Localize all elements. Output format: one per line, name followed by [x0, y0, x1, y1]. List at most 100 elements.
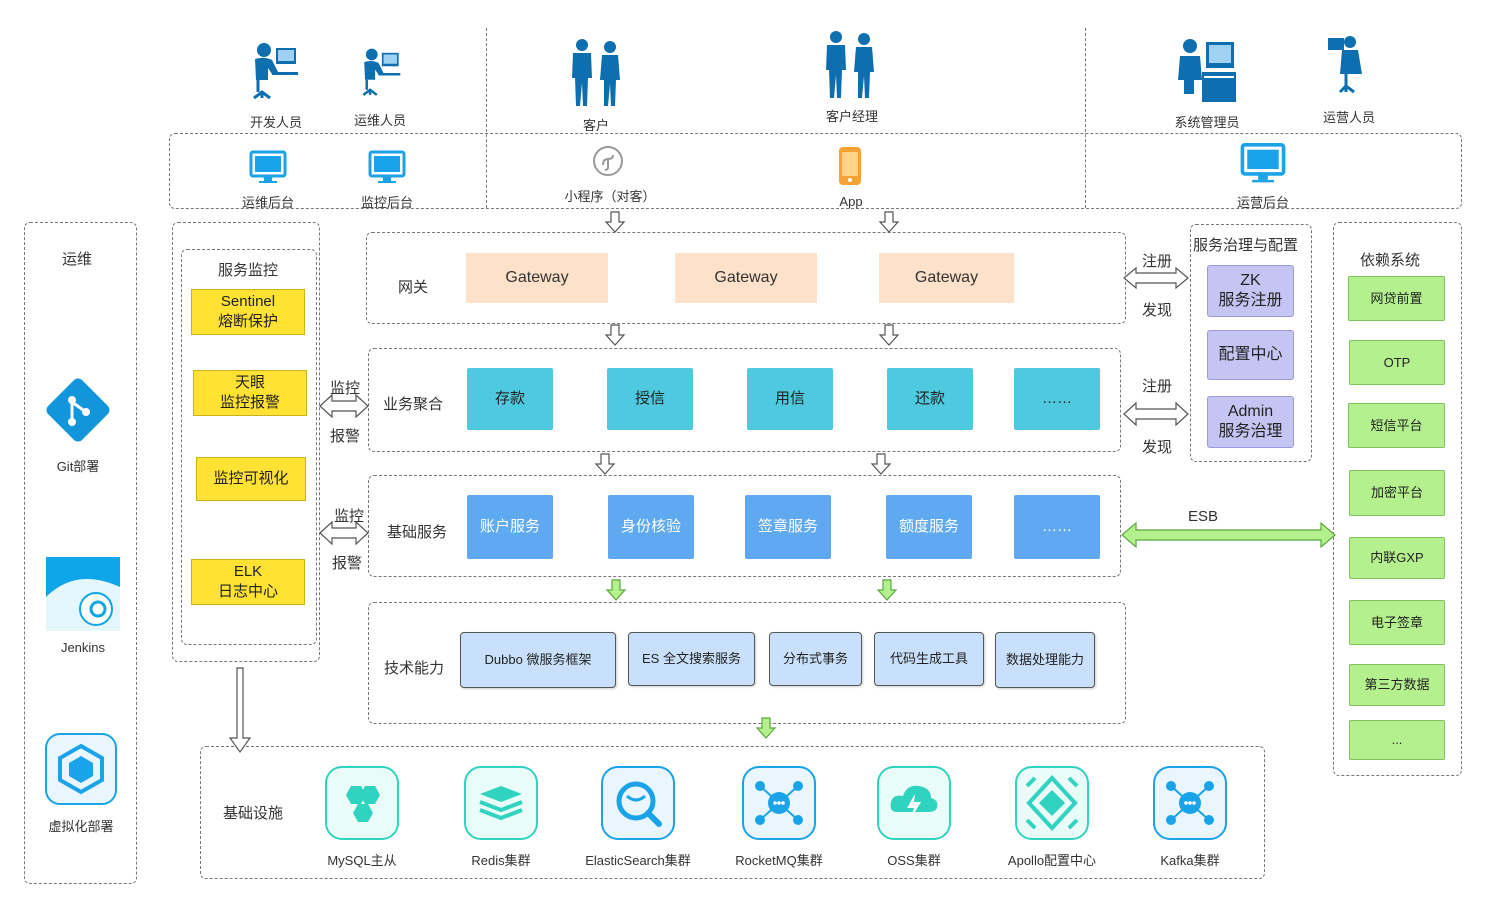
- customer-label: 客户: [582, 118, 609, 133]
- monitoring-title: 服务监控: [218, 262, 279, 279]
- visualization-box[interactable]: 监控可视化: [196, 457, 306, 501]
- tech-title: 技术能力: [384, 660, 445, 677]
- kafka-label: Kafka集群: [1160, 853, 1220, 868]
- tech-box-es[interactable]: ES 全文搜索服务: [628, 632, 755, 686]
- base-box-quota[interactable]: 额度服务: [886, 495, 972, 559]
- base-box-more[interactable]: ……: [1014, 495, 1100, 559]
- account-manager-icon: [822, 30, 882, 105]
- mysql-label: MySQL主从: [327, 853, 397, 868]
- governance-container: [1190, 224, 1312, 462]
- biz-box-more[interactable]: ……: [1014, 368, 1100, 430]
- apollo-label: Apollo配置中心: [1007, 853, 1097, 868]
- base-box-identity[interactable]: 身份核验: [608, 495, 694, 559]
- apollo-icon: [1015, 766, 1089, 845]
- sentinel-box[interactable]: Sentinel 熔断保护: [191, 289, 305, 335]
- base-box-account[interactable]: 账户服务: [467, 495, 553, 559]
- dep-box-6[interactable]: 电子签章: [1349, 600, 1445, 645]
- elk-box[interactable]: ELK 日志中心: [191, 559, 305, 605]
- virtual-label: 虚拟化部署: [48, 819, 114, 834]
- rocketmq-label: RocketMQ集群: [735, 853, 823, 868]
- business-layer: [368, 348, 1121, 452]
- alarm-label-1: 报警: [330, 428, 361, 445]
- admin-box[interactable]: Admin 服务治理: [1207, 396, 1294, 448]
- rocketmq-icon: [742, 766, 816, 845]
- operator-label: 运营人员: [1322, 110, 1375, 125]
- account-manager-label: 客户经理: [825, 109, 878, 124]
- virtualization-icon: [44, 732, 118, 811]
- monitoring-inner: [181, 249, 317, 645]
- mini-program-icon: [592, 145, 624, 182]
- esb-label: ESB: [1188, 508, 1219, 525]
- monitor-icon: [1240, 142, 1286, 189]
- dep-box-4[interactable]: 加密平台: [1349, 470, 1445, 516]
- operation-backend-label: 运营后台: [1236, 195, 1289, 210]
- dep-box-5[interactable]: 内联GXP: [1349, 537, 1445, 579]
- business-title: 业务聚合: [383, 396, 444, 413]
- monitor-backend-label: 监控后台: [360, 195, 413, 210]
- redis-icon: [464, 766, 538, 845]
- biz-box-repayment[interactable]: 还款: [887, 368, 973, 430]
- oss-icon: [877, 766, 951, 845]
- redis-label: Redis集群: [471, 853, 531, 868]
- oss-label: OSS集群: [887, 853, 941, 868]
- sys-admin-label: 系统管理员: [1174, 115, 1240, 130]
- app-label: App: [839, 194, 863, 209]
- tech-box-transaction[interactable]: 分布式事务: [769, 632, 862, 686]
- tech-box-codegen[interactable]: 代码生成工具: [874, 632, 984, 686]
- git-label: Git部署: [56, 459, 100, 474]
- biz-box-deposit[interactable]: 存款: [467, 368, 553, 430]
- gateway-title: 网关: [398, 279, 429, 296]
- dep-box-8[interactable]: ...: [1349, 720, 1445, 760]
- devops-container: [24, 222, 137, 884]
- register-label-2: 注册: [1142, 378, 1173, 395]
- zk-box[interactable]: ZK 服务注册: [1207, 265, 1294, 317]
- dep-box-1[interactable]: 网贷前置: [1348, 276, 1445, 321]
- customer-icon: [568, 38, 628, 113]
- governance-title: 服务治理与配置: [1193, 237, 1299, 254]
- discover-label-2: 发现: [1142, 439, 1173, 456]
- biz-box-credit[interactable]: 授信: [607, 368, 693, 430]
- dep-box-7[interactable]: 第三方数据: [1349, 664, 1445, 706]
- gateway-box-3[interactable]: Gateway: [879, 253, 1014, 303]
- dependencies-title: 依赖系统: [1360, 252, 1421, 269]
- developer-icon: [250, 42, 300, 107]
- discover-label-1: 发现: [1142, 302, 1173, 319]
- monitor-label-1: 监控: [330, 380, 361, 397]
- tech-box-data[interactable]: 数据处理能力: [995, 632, 1095, 688]
- base-box-sign[interactable]: 签章服务: [745, 495, 831, 559]
- dev-label: 开发人员: [249, 115, 302, 130]
- dep-box-2[interactable]: OTP: [1349, 340, 1445, 385]
- infra-title: 基础设施: [223, 805, 284, 822]
- elasticsearch-label: ElasticSearch集群: [585, 853, 691, 868]
- ops-person-icon: [360, 46, 402, 105]
- divider-left: [486, 28, 487, 208]
- divider-right: [1085, 28, 1086, 208]
- biz-box-use-credit[interactable]: 用信: [747, 368, 833, 430]
- base-services-layer: [368, 475, 1121, 577]
- register-label-1: 注册: [1142, 253, 1173, 270]
- monitoring-container: [172, 222, 320, 662]
- git-icon: [38, 370, 118, 455]
- gateway-box-2[interactable]: Gateway: [675, 253, 817, 303]
- jenkins-label: Jenkins: [60, 640, 106, 655]
- tech-box-dubbo[interactable]: Dubbo 微服务框架: [460, 632, 616, 688]
- terminals-container: [169, 133, 1462, 209]
- config-center-box[interactable]: 配置中心: [1207, 330, 1294, 380]
- tianyan-box[interactable]: 天眼 监控报警: [193, 370, 307, 416]
- devops-title: 运维: [62, 251, 93, 268]
- monitor-icon: [368, 150, 406, 189]
- gateway-box-1[interactable]: Gateway: [466, 253, 608, 303]
- dependencies-container: [1333, 222, 1462, 776]
- mini-program-label: 小程序（对客）: [564, 189, 656, 204]
- app-phone-icon: [836, 146, 864, 191]
- alarm-label-2: 报警: [332, 555, 363, 572]
- base-services-title: 基础服务: [387, 524, 448, 541]
- monitor-icon: [249, 150, 287, 189]
- elasticsearch-icon: [601, 766, 675, 845]
- infra-layer: [200, 746, 1265, 879]
- dep-box-3[interactable]: 短信平台: [1348, 403, 1445, 448]
- mysql-icon: [325, 766, 399, 845]
- jenkins-icon: [46, 557, 120, 636]
- monitor-label-2: 监控: [334, 508, 365, 525]
